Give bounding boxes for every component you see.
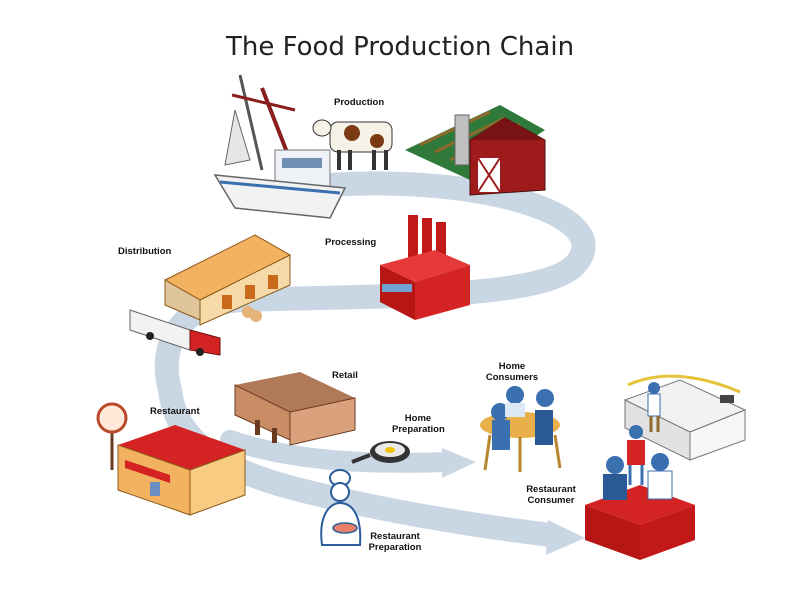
page-title: The Food Production Chain bbox=[225, 32, 575, 62]
retail-store-icon bbox=[234, 372, 356, 446]
arrow-head-restaurant bbox=[546, 520, 585, 555]
label-restaurant-consumer-line2: Consumer bbox=[527, 495, 575, 506]
label-home-consumers-line1: Home bbox=[498, 361, 526, 372]
factory-icon bbox=[380, 215, 470, 320]
fishing-boat-icon bbox=[213, 74, 347, 219]
arrow-head-home bbox=[442, 448, 476, 478]
cow-icon bbox=[312, 119, 393, 170]
flow-path-home bbox=[220, 430, 455, 473]
label-home-consumers: Home Consumers bbox=[482, 361, 542, 383]
flow-path-upper bbox=[154, 171, 596, 402]
farm-barn-icon bbox=[405, 105, 546, 196]
buffet-counter-icon bbox=[623, 374, 747, 461]
label-retail: Retail bbox=[332, 370, 358, 381]
label-processing: Processing bbox=[325, 237, 377, 248]
label-home-consumers-line2: Consumers bbox=[485, 372, 539, 383]
label-home-preparation-line2: Preparation bbox=[392, 424, 445, 435]
label-restaurant-preparation-line1: Restaurant bbox=[370, 531, 420, 542]
restaurant-consumer-icon bbox=[585, 425, 695, 560]
label-home-preparation: Home Preparation bbox=[392, 413, 445, 435]
label-restaurant-preparation: Restaurant Preparation bbox=[364, 531, 426, 553]
home-consumers-icon bbox=[480, 386, 562, 472]
frying-pan-icon bbox=[351, 441, 410, 464]
restaurant-building-icon bbox=[96, 402, 246, 516]
label-restaurant-preparation-line2: Preparation bbox=[368, 542, 422, 553]
label-production: Production bbox=[334, 97, 385, 108]
label-restaurant-consumer-line1: Restaurant bbox=[526, 484, 576, 495]
label-home-preparation-line1: Home bbox=[404, 413, 432, 424]
chef-icon bbox=[320, 469, 362, 546]
label-distribution: Distribution bbox=[118, 246, 172, 257]
label-restaurant: Restaurant bbox=[150, 406, 200, 417]
warehouse-truck-icon bbox=[129, 234, 292, 356]
label-restaurant-consumer: Restaurant Consumer bbox=[520, 484, 582, 506]
